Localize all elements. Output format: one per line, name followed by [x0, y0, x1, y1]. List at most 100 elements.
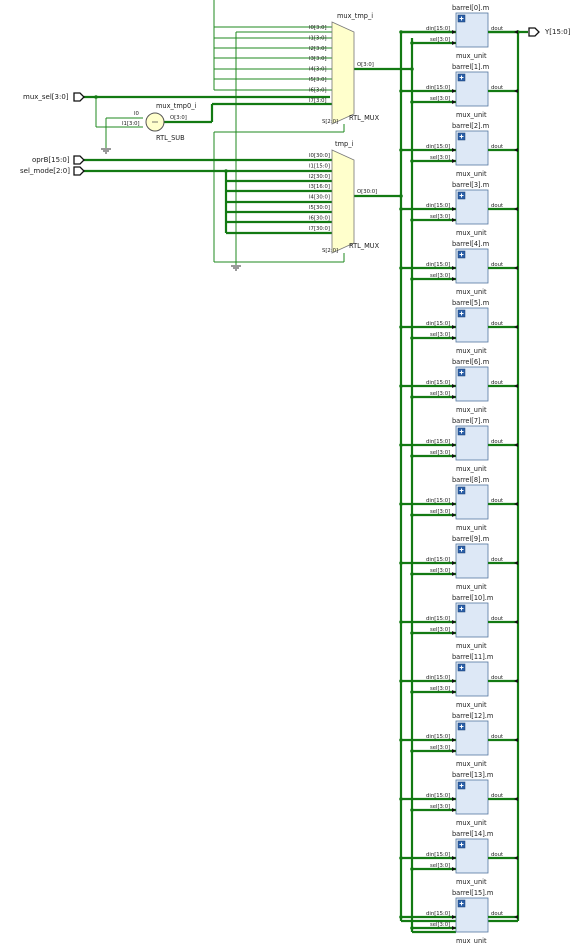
mux-tmp-block[interactable]: mux_tmp_i I0[3:0]I1[3:0]I2[3:0]I3[3:0]I4… — [309, 12, 380, 125]
barrel-unit-din-label: din[15:0] — [426, 380, 450, 386]
barrel-unit-dout-label: dout — [491, 380, 503, 386]
mux-tmp-input-label-1: I1[3:0] — [309, 35, 327, 41]
mux-tmp-output-label: O[3:0] — [357, 62, 374, 68]
top-wiring — [84, 0, 528, 934]
barrel-unit-dout-label: dout — [491, 144, 503, 150]
barrel-unit-din-label: din[15:0] — [426, 262, 450, 268]
plus-box-icon[interactable] — [457, 722, 466, 731]
barrel-unit-10[interactable]: barrel[10].mdin[15:0]sel[3:0]doutmux_uni… — [399, 594, 518, 650]
barrel-unit-type-label: mux_unit — [456, 52, 487, 60]
mux-tmp-select-label: S[2:0] — [322, 119, 338, 125]
barrel-unit-dout-label: dout — [491, 852, 503, 858]
barrel-unit-dout-label: dout — [491, 321, 503, 327]
tmp-input-label-1: I1[15:0] — [309, 163, 330, 169]
sub-block[interactable]: mux_tmp0_i I0 I1[3:0] O[3:0] RTL_SUB — [122, 102, 196, 142]
barrel-unit-dout-label: dout — [491, 616, 503, 622]
sub-instance-name: mux_tmp0_i — [156, 102, 196, 110]
plus-box-icon[interactable] — [457, 899, 466, 908]
barrel-unit-type-label: mux_unit — [456, 760, 487, 768]
barrel-unit-dout-label: dout — [491, 439, 503, 445]
mux-tmp-input-label-0: I0[3:0] — [309, 25, 327, 31]
barrel-unit-body — [455, 366, 489, 402]
plus-box-icon[interactable] — [457, 14, 466, 23]
barrel-unit-dout-label: dout — [491, 85, 503, 91]
plus-box-icon[interactable] — [457, 604, 466, 613]
barrel-unit-sel-label: sel[3:0] — [430, 391, 450, 397]
ground-icon — [231, 265, 241, 271]
port-mux-sel[interactable]: mux_sel[3:0] — [23, 92, 85, 102]
barrel-unit-type-label: mux_unit — [456, 347, 487, 355]
barrel-unit-type-label: mux_unit — [456, 406, 487, 414]
tmp-input-label-2: I2[30:0] — [309, 174, 330, 180]
barrel-units: barrel[0].mdin[15:0]sel[3:0]doutmux_unit… — [399, 4, 518, 943]
plus-box-icon[interactable] — [457, 250, 466, 259]
plus-box-icon[interactable] — [457, 545, 466, 554]
mux-tmp-type-label: RTL_MUX — [349, 114, 380, 122]
barrel-unit-type-label: mux_unit — [456, 878, 487, 886]
barrel-unit-din-label: din[15:0] — [426, 439, 450, 445]
plus-box-icon[interactable] — [457, 73, 466, 82]
barrel-unit-din-label: din[15:0] — [426, 321, 450, 327]
barrel-unit-name: barrel[1].m — [452, 63, 489, 71]
barrel-unit-type-label: mux_unit — [456, 465, 487, 473]
barrel-unit-din-label: din[15:0] — [426, 911, 450, 917]
port-y[interactable]: Y[15:0] — [528, 27, 571, 37]
port-arrow-icon — [73, 92, 85, 102]
plus-box-icon[interactable] — [457, 663, 466, 672]
barrel-unit-name: barrel[6].m — [452, 358, 489, 366]
barrel-unit-type-label: mux_unit — [456, 701, 487, 709]
barrel-unit-14[interactable]: barrel[14].mdin[15:0]sel[3:0]doutmux_uni… — [399, 830, 518, 886]
barrel-unit-type-label: mux_unit — [456, 288, 487, 296]
barrel-unit-sel-label: sel[3:0] — [430, 273, 450, 279]
barrel-unit-din-label: din[15:0] — [426, 85, 450, 91]
tmp-input-label-4: I4[30:0] — [309, 195, 330, 201]
barrel-unit-name: barrel[15].m — [452, 889, 493, 897]
barrel-unit-dout-label: dout — [491, 734, 503, 740]
plus-box-icon[interactable] — [457, 132, 466, 141]
barrel-unit-din-label: din[15:0] — [426, 26, 450, 32]
plus-box-icon[interactable] — [457, 840, 466, 849]
plus-box-icon[interactable] — [457, 191, 466, 200]
barrel-unit-dout-label: dout — [491, 675, 503, 681]
barrel-unit-name: barrel[12].m — [452, 712, 493, 720]
mux-tmp-body — [331, 21, 355, 125]
tmp-input-label-5: I5[30:0] — [309, 205, 330, 211]
barrel-unit-13[interactable]: barrel[13].mdin[15:0]sel[3:0]doutmux_uni… — [399, 771, 518, 827]
barrel-unit-name: barrel[8].m — [452, 476, 489, 484]
plus-box-icon[interactable] — [457, 427, 466, 436]
mux-tmp-input-label-3: I3[3:0] — [309, 56, 327, 62]
tmp-block[interactable]: tmp_i I0[30:0]I1[15:0]I2[30:0]I3[16:0]I4… — [309, 140, 380, 254]
plus-box-icon[interactable] — [457, 486, 466, 495]
barrel-unit-11[interactable]: barrel[11].mdin[15:0]sel[3:0]doutmux_uni… — [399, 653, 518, 709]
barrel-unit-sel-label: sel[3:0] — [430, 627, 450, 633]
tmp-type-label: RTL_MUX — [349, 242, 380, 250]
barrel-unit-dout-label: dout — [491, 498, 503, 504]
port-oprb[interactable]: oprB[15:0] — [32, 155, 85, 165]
barrel-unit-name: barrel[3].m — [452, 181, 489, 189]
barrel-unit-sel-label: sel[3:0] — [430, 450, 450, 456]
mux-tmp-input-label-2: I2[3:0] — [309, 46, 327, 52]
port-sel-mode-label: sel_mode[2:0] — [20, 167, 70, 175]
plus-box-icon[interactable] — [457, 781, 466, 790]
barrel-unit-6[interactable]: barrel[6].m din[15:0] sel[3:0] dout mux_unit — [399, 358, 518, 414]
port-sel-mode[interactable]: sel_mode[2:0] — [20, 166, 85, 176]
plus-box-icon[interactable] — [457, 309, 466, 318]
barrel-unit-sel-label: sel[3:0] — [430, 804, 450, 810]
port-oprb-label: oprB[15:0] — [32, 156, 70, 164]
barrel-unit-15[interactable]: barrel[15].mdin[15:0]sel[3:0]doutmux_uni… — [399, 889, 518, 943]
barrel-unit-type-label: mux_unit — [456, 170, 487, 178]
barrel-unit-sel-label: sel[3:0] — [430, 568, 450, 574]
barrel-unit-12[interactable]: barrel[12].mdin[15:0]sel[3:0]doutmux_uni… — [399, 712, 518, 768]
barrel-unit-din-label: din[15:0] — [426, 675, 450, 681]
plus-box-icon[interactable] — [457, 368, 466, 377]
